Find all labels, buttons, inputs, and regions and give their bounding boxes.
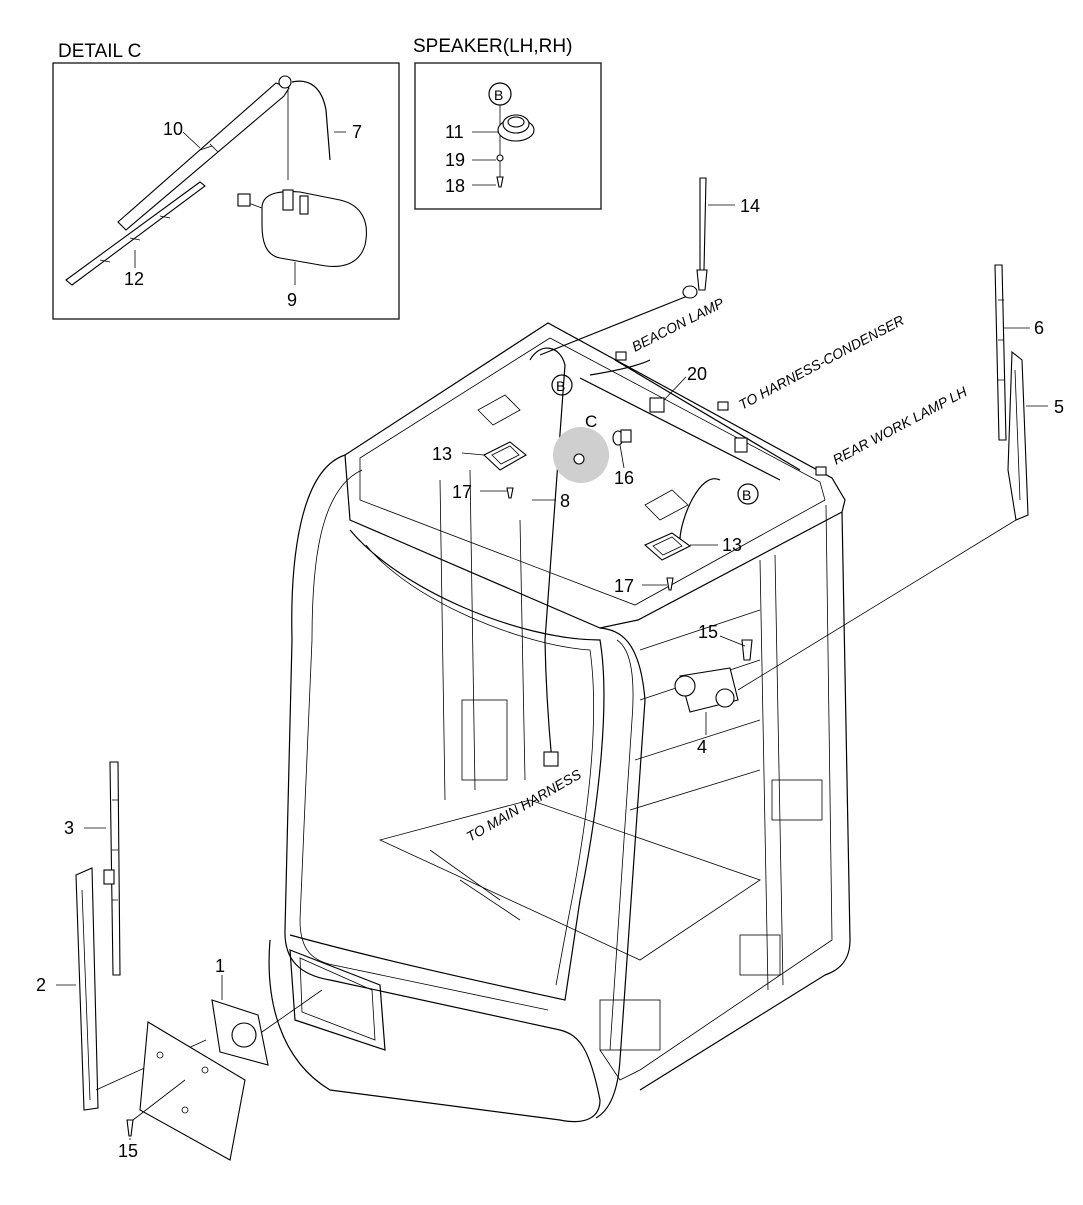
front-wiper-motor-part bbox=[211, 989, 323, 1066]
detail-c-marker: C bbox=[553, 412, 609, 483]
detail-c-frame bbox=[52, 62, 400, 320]
callout-14: 14 bbox=[740, 196, 760, 216]
ref-b-label-2: B bbox=[742, 487, 751, 503]
screw-part bbox=[496, 176, 504, 188]
lamp-screw-1 bbox=[506, 487, 514, 499]
roof-harness bbox=[529, 285, 827, 767]
callout-15-a: 15 bbox=[698, 622, 718, 642]
callout-10: 10 bbox=[163, 119, 183, 139]
callout-17-a: 17 bbox=[452, 482, 472, 502]
callout-18: 18 bbox=[445, 176, 465, 196]
note-main-harness: TO MAIN HARNESS bbox=[464, 766, 585, 845]
callout-17-b: 17 bbox=[614, 576, 634, 596]
detail-c-title: DETAIL C bbox=[58, 41, 141, 62]
detail-c-inset: DETAIL C 10 7 12 9 bbox=[52, 41, 400, 320]
callout-1: 1 bbox=[215, 956, 225, 976]
rear-wiper-pin bbox=[741, 639, 753, 661]
ref-b-label-1: B bbox=[556, 378, 565, 394]
front-wiper-blade-part bbox=[103, 761, 121, 976]
callout-4: 4 bbox=[697, 737, 707, 757]
rear-wiper-arm-part bbox=[1007, 350, 1029, 521]
harness-connector bbox=[543, 751, 559, 767]
cab-frame bbox=[268, 322, 851, 1123]
wiper-arm-part bbox=[117, 75, 292, 231]
callout-5: 5 bbox=[1054, 397, 1064, 417]
beacon-socket bbox=[682, 285, 698, 299]
callout-6: 6 bbox=[1034, 318, 1044, 338]
callout-20: 20 bbox=[687, 364, 707, 384]
note-harness-condenser: TO HARNESS-CONDENSER bbox=[736, 312, 907, 413]
lamp-screw-2 bbox=[666, 577, 674, 591]
ref-c-label: C bbox=[585, 412, 597, 431]
rear-wiper-blade-part bbox=[994, 264, 1007, 441]
speaker-title: SPEAKER(LH,RH) bbox=[413, 36, 572, 57]
speaker-part bbox=[497, 114, 535, 142]
front-wiper-pin bbox=[126, 1119, 134, 1137]
front-wiper-bracket-part bbox=[139, 1021, 246, 1161]
callout-13-a: 13 bbox=[432, 444, 452, 464]
wiper-blade-part bbox=[65, 181, 206, 286]
callout-2: 2 bbox=[36, 975, 46, 995]
wiper-cable-part bbox=[291, 80, 331, 161]
callout-15-b: 15 bbox=[118, 1141, 138, 1161]
note-rear-work-lamp: REAR WORK LAMP LH bbox=[830, 383, 970, 468]
callout-3: 3 bbox=[64, 818, 74, 838]
antenna-part bbox=[696, 177, 708, 291]
leader-10 bbox=[182, 131, 201, 149]
washer-part bbox=[496, 154, 504, 162]
callout-11: 11 bbox=[445, 122, 464, 142]
clamp-part bbox=[649, 397, 665, 413]
callout-8: 8 bbox=[560, 491, 570, 511]
note-beacon-lamp: BEACON LAMP bbox=[629, 294, 727, 354]
callout-12: 12 bbox=[124, 269, 144, 289]
callout-13-b: 13 bbox=[722, 535, 742, 555]
callout-9: 9 bbox=[287, 290, 297, 310]
speaker-frame bbox=[414, 62, 602, 210]
room-lamp-part-1 bbox=[483, 441, 527, 471]
callout-19: 19 bbox=[445, 150, 465, 170]
speaker-inset: SPEAKER(LH,RH) B 11 19 18 bbox=[413, 36, 602, 210]
speaker-ref-label: B bbox=[494, 87, 503, 103]
ref-b-circle-2 bbox=[737, 483, 759, 505]
callout-leaders bbox=[56, 204, 1048, 1140]
callout-16: 16 bbox=[614, 468, 634, 488]
rear-wiper-motor-part bbox=[674, 519, 1017, 713]
callout-7: 7 bbox=[352, 122, 362, 142]
wiper-motor-part bbox=[237, 90, 367, 267]
room-lamp-part-2 bbox=[643, 532, 692, 561]
ref-b-circle-1 bbox=[551, 374, 573, 396]
switch-part bbox=[612, 429, 632, 446]
